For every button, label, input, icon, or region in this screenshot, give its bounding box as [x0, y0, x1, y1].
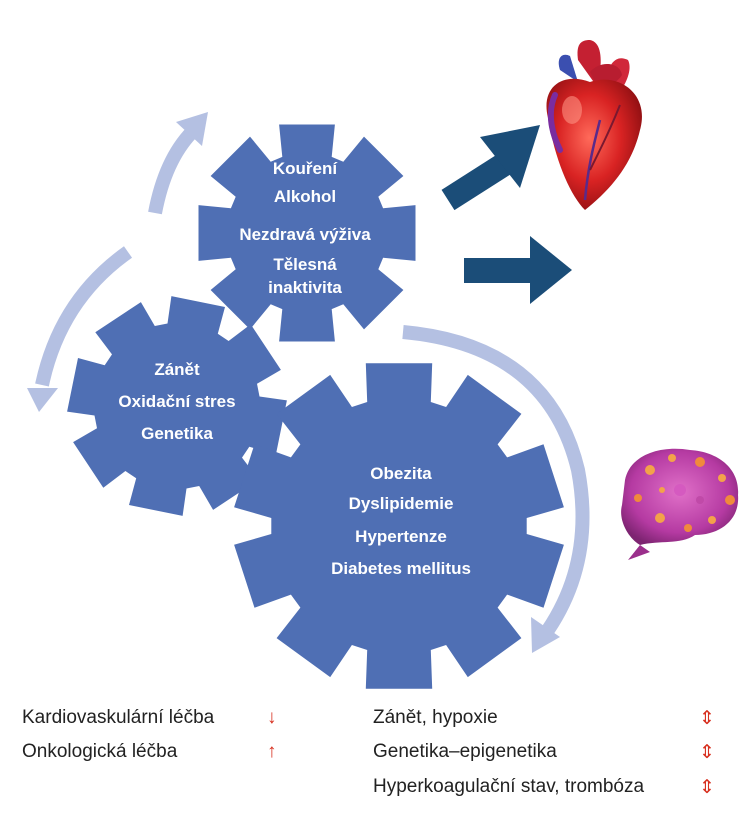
gear-lifestyle-line: inaktivita: [268, 278, 342, 297]
gear-metabolic: [234, 363, 564, 689]
gear-metabolic-line: Hypertenze: [355, 527, 447, 546]
tumor-cell-icon: [621, 448, 739, 560]
legend-item-cardio-treatment: Kardiovaskulární léčba: [22, 707, 214, 729]
legend-label: Kardiovaskulární léčba: [22, 707, 215, 728]
up-down-arrow-icon: ⇕: [699, 742, 715, 763]
legend-item-genetics-epigenetics: Genetika–epigenetika: [373, 741, 557, 763]
gear-lifestyle-line: Alkohol: [274, 187, 336, 206]
legend-label: Genetika–epigenetika: [373, 741, 557, 762]
up-down-arrow-icon: ⇕: [699, 708, 715, 729]
gear-inflammation: [67, 296, 287, 516]
heart-icon: [546, 40, 642, 210]
gear-lifestyle-text: Kouření Alkohol Nezdravá výživa Tělesná …: [239, 159, 371, 297]
up-down-arrow-icon: ⇕: [699, 777, 715, 798]
legend-label: Onkologická léčba: [22, 741, 178, 762]
gear-inflammation-line: Zánět: [154, 360, 200, 379]
gear-inflammation-line: Genetika: [141, 424, 213, 443]
gear-lifestyle-line: Kouření: [273, 159, 339, 178]
gear-metabolic-text: Obezita Dyslipidemie Hypertenze Diabetes…: [331, 464, 471, 578]
gear-inflammation-line: Oxidační stres: [118, 392, 235, 411]
gear-metabolic-line: Diabetes mellitus: [331, 559, 471, 578]
legend-item-hypercoagulation: Hyperkoagulační stav, trombóza: [373, 776, 644, 798]
legend-label: Zánět, hypoxie: [373, 707, 498, 728]
gear-inflammation-text: Zánět Oxidační stres Genetika: [118, 360, 235, 443]
cycle-arrow-right: [402, 325, 590, 634]
down-arrow-icon: ↓: [267, 707, 277, 728]
cycle-arrow-top-left: [148, 127, 198, 215]
arrow-to-heart: [441, 125, 540, 211]
gear-metabolic-line: Obezita: [370, 464, 432, 483]
cycle-arrowhead-top: [176, 112, 208, 146]
gear-metabolic-line: Dyslipidemie: [349, 494, 454, 513]
legend-item-onco-treatment: Onkologická léčba: [22, 741, 177, 763]
cycle-arrowhead-bottom-right: [531, 617, 560, 653]
cycle-arrowhead-left: [27, 388, 58, 412]
arrow-to-tumor: [464, 236, 572, 304]
legend-label: Hyperkoagulační stav, trombóza: [373, 776, 645, 797]
legend-item-inflammation-hypoxia: Zánět, hypoxie: [373, 707, 498, 729]
up-arrow-icon: ↑: [267, 741, 277, 762]
gear-lifestyle-line: Tělesná: [273, 255, 337, 274]
cycle-arrow-left: [35, 246, 133, 387]
gear-lifestyle-line: Nezdravá výživa: [239, 225, 371, 244]
gear-lifestyle: [198, 124, 416, 342]
